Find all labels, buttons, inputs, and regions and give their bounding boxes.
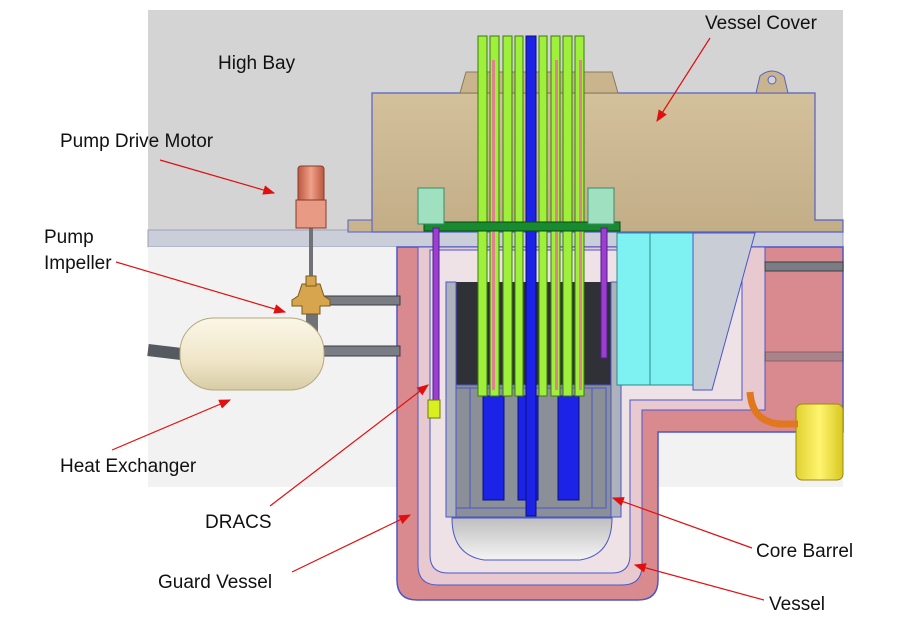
arrow-heat-exchanger	[111, 399, 232, 451]
pump-shaft	[309, 226, 313, 294]
pump-impeller-body	[291, 283, 331, 315]
core-support-plate	[423, 221, 621, 232]
label-pump-drive-motor: Pump Drive Motor	[60, 131, 214, 152]
heat-exchanger-body	[179, 317, 325, 391]
arrow-core-barrel	[611, 497, 753, 549]
vessel-cover-lip	[347, 219, 373, 233]
label-high-bay: High Bay	[218, 53, 296, 74]
label-heat-exchanger: Heat Exchanger	[60, 456, 197, 477]
primary-heat-exchanger-block	[616, 232, 694, 386]
arrow-guard-vessel	[291, 514, 412, 573]
arrow-dracs	[269, 384, 429, 507]
pipe-right	[764, 261, 844, 272]
pipe-upper	[321, 295, 401, 306]
label-vessel: Vessel	[769, 594, 825, 615]
label-guard-vessel: Guard Vessel	[158, 572, 273, 593]
arrow-vessel-cover	[656, 37, 711, 123]
label-pump-impeller-line1: Pump	[44, 227, 94, 248]
label-pump-impeller: Pump Impeller	[44, 225, 112, 277]
core-fuel-region-left	[482, 395, 505, 501]
downcomer-baffle	[692, 232, 756, 391]
core-fuel-region-right	[557, 395, 580, 501]
label-core-barrel: Core Barrel	[756, 541, 854, 562]
label-pump-impeller-line2: Impeller	[44, 253, 112, 274]
dracs-tube	[432, 227, 440, 404]
arrow-pump-impeller	[115, 261, 287, 314]
lower-plenum	[451, 517, 613, 561]
pump-drive-motor-body	[297, 165, 325, 203]
pipe-lower	[323, 345, 401, 357]
orange-pipe	[746, 391, 798, 428]
label-vessel-cover: Vessel Cover	[705, 13, 817, 34]
annotation-arrows	[111, 37, 765, 601]
label-dracs: DRACS	[205, 512, 272, 533]
arrow-vessel	[633, 563, 765, 601]
yellow-tank	[795, 403, 844, 481]
arrow-pump-drive-motor	[159, 159, 276, 195]
fuel-rod-bundle	[477, 35, 585, 517]
